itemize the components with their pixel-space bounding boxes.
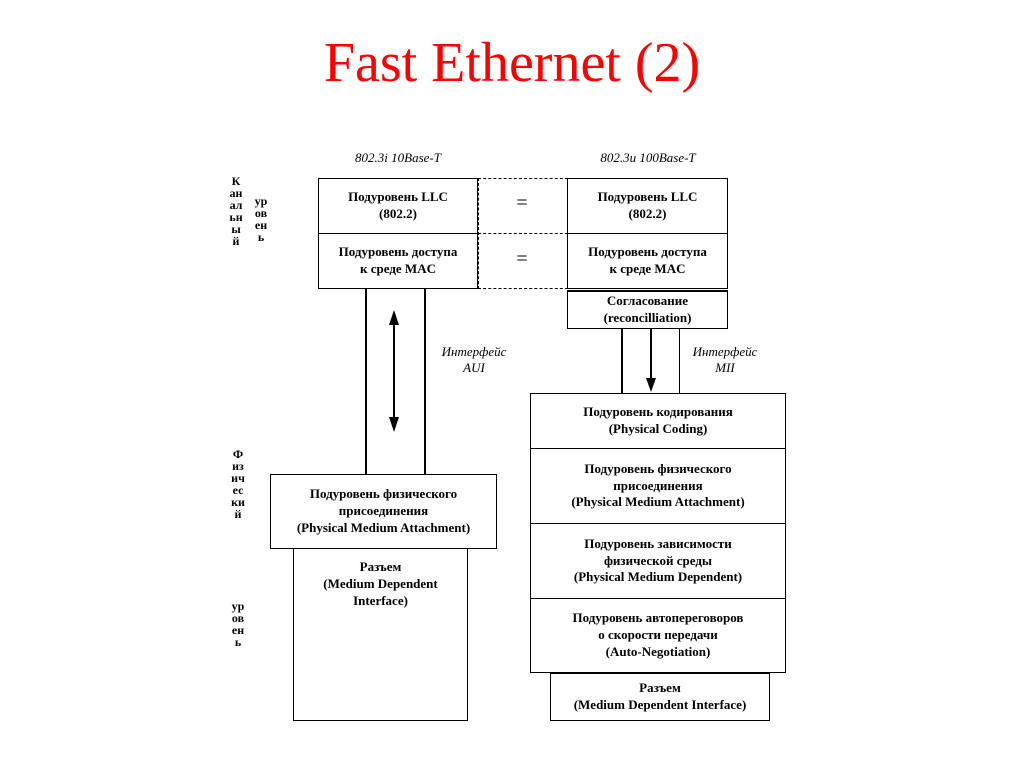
- pmd-line2: физической среды: [603, 552, 713, 568]
- left-pma-line1: Подуровень физического: [309, 486, 458, 502]
- link-level-label-word1: Канальный: [229, 174, 243, 248]
- reconciliation-line2: (reconcilliation): [603, 310, 692, 325]
- left-llc-line1: Подуровень LLC: [348, 189, 448, 205]
- right-llc-line2: (802.2): [628, 206, 667, 221]
- left-pma-line3: (Physical Medium Attachment): [296, 519, 471, 535]
- equivalence-divider: [478, 233, 568, 235]
- left-pma-line2: присоединения: [338, 503, 429, 519]
- left-mdi-line1: Разъем: [359, 559, 402, 574]
- right-mdi-box: Разъем(Medium Dependent Interface): [550, 673, 770, 721]
- right-pma-line1: Подуровень физического: [584, 460, 732, 476]
- right-pma-line3: (Physical Medium Attachment): [571, 494, 745, 510]
- left-mdi-line3: Interface): [353, 592, 408, 608]
- left-standard-header: 802.3i 10Base-T: [355, 150, 441, 165]
- left-llc-box: Подуровень LLC(802.2): [318, 178, 478, 234]
- pmd-line3: (Physical Medium Dependent): [573, 569, 743, 585]
- right-mac-line2: к среде MAC: [609, 261, 686, 276]
- reconciliation-box: Согласование(reconcilliation): [567, 290, 728, 329]
- reconciliation-line1: Согласование: [606, 293, 689, 309]
- phys-level-label-word1: Физический: [231, 447, 245, 521]
- right-mdi-line2: (Medium Dependent Interface): [573, 697, 747, 712]
- aui-arrow-up-head: [389, 310, 399, 325]
- pmd-line1: Подуровень зависимости: [584, 535, 732, 551]
- aui-cable-left: [365, 289, 367, 474]
- aui-interface-line1: Интерфейс: [441, 344, 507, 359]
- pcs-line1: Подуровень кодирования: [583, 404, 733, 420]
- mii-interface-line2: MII: [715, 359, 735, 375]
- aui-cable-right: [424, 289, 426, 474]
- an-line1: Подуровень автопереговоров: [572, 610, 744, 626]
- an-line3: (Auto-Negotiation): [605, 643, 711, 659]
- right-llc-box: Подуровень LLC(802.2): [567, 178, 728, 234]
- left-mac-line1: Подуровень доступа: [338, 244, 458, 260]
- pcs-box: Подуровень кодирования(Physical Coding): [530, 393, 786, 449]
- mac-equals-sign: =: [516, 248, 528, 270]
- aui-interface-line2: AUI: [463, 359, 485, 375]
- link-level-label-word2: уровень: [254, 194, 268, 244]
- right-pma-line2: присоединения: [613, 477, 703, 493]
- mii-interface-line1: Интерфейс: [692, 344, 758, 359]
- right-standard-header: 802.3u 100Base-T: [600, 150, 696, 165]
- mii-line-left: [621, 329, 623, 393]
- right-mdi-line1: Разъем: [639, 680, 681, 696]
- right-mac-line1: Подуровень доступа: [588, 244, 707, 260]
- aui-arrow-down-head: [389, 417, 399, 432]
- mii-arrow-down-head: [646, 378, 656, 392]
- pcs-line2: (Physical Coding): [608, 421, 708, 436]
- right-llc-line1: Подуровень LLC: [597, 189, 698, 205]
- left-llc-line2: (802.2): [379, 206, 417, 221]
- left-mac-line2: к среде MAC: [360, 261, 436, 276]
- left-mdi-line2: (Medium Dependent: [323, 575, 438, 591]
- an-line2: о скорости передачи: [598, 627, 718, 643]
- llc-equals-sign: =: [516, 192, 528, 214]
- mii-line-right: [679, 329, 680, 393]
- page-title: Fast Ethernet (2): [323, 32, 701, 94]
- mii-line-center: [650, 329, 652, 383]
- phys-level-label-word2: уровень: [231, 599, 245, 649]
